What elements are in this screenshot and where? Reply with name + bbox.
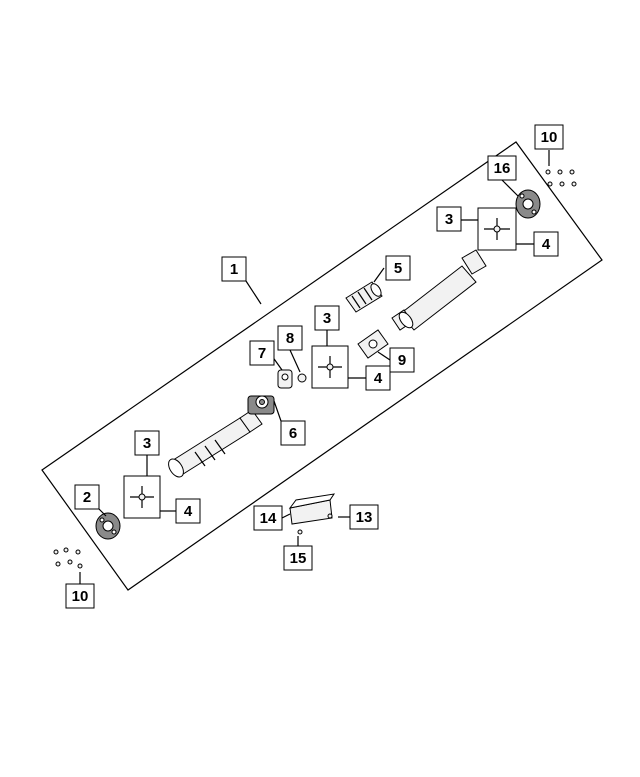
svg-text:4: 4 bbox=[374, 370, 383, 387]
heat-shield-part bbox=[288, 493, 336, 525]
callout-4-front[interactable]: 4 bbox=[175, 498, 201, 524]
boot-part bbox=[345, 281, 383, 313]
svg-text:7: 7 bbox=[258, 345, 266, 362]
callout-4-center[interactable]: 4 bbox=[365, 365, 391, 391]
callout-15[interactable]: 15 bbox=[283, 545, 313, 571]
svg-text:13: 13 bbox=[356, 509, 373, 526]
bolt-set-front bbox=[53, 547, 83, 569]
svg-text:1: 1 bbox=[230, 261, 238, 278]
svg-text:16: 16 bbox=[494, 160, 511, 177]
svg-text:3: 3 bbox=[445, 211, 453, 228]
u-joint-box-rear bbox=[477, 207, 517, 251]
callout-5[interactable]: 5 bbox=[385, 255, 411, 281]
callout-13[interactable]: 13 bbox=[349, 504, 379, 530]
callout-3-center[interactable]: 3 bbox=[314, 305, 340, 331]
shield-bolt-part bbox=[327, 513, 333, 519]
callout-6[interactable]: 6 bbox=[280, 420, 306, 446]
callout-3-rear[interactable]: 3 bbox=[436, 206, 462, 232]
u-joint-box-center bbox=[311, 345, 349, 389]
assembly-outline bbox=[41, 141, 603, 591]
front-flange-part bbox=[95, 512, 121, 540]
svg-text:5: 5 bbox=[394, 260, 402, 277]
svg-text:10: 10 bbox=[72, 588, 89, 605]
center-bearing-part bbox=[247, 395, 275, 415]
rear-driveshaft-tube bbox=[391, 249, 487, 331]
callout-16[interactable]: 16 bbox=[487, 155, 517, 181]
svg-text:3: 3 bbox=[323, 310, 331, 327]
callout-7[interactable]: 7 bbox=[249, 340, 275, 366]
callout-10-front[interactable]: 10 bbox=[65, 583, 95, 609]
callout-14[interactable]: 14 bbox=[253, 505, 283, 531]
svg-text:4: 4 bbox=[184, 503, 193, 520]
u-joint-box-front bbox=[123, 475, 161, 519]
svg-text:2: 2 bbox=[83, 489, 91, 506]
svg-text:3: 3 bbox=[143, 435, 151, 452]
front-driveshaft-tube bbox=[168, 409, 263, 478]
svg-text:4: 4 bbox=[542, 236, 551, 253]
callout-9[interactable]: 9 bbox=[389, 347, 415, 373]
callout-3-front[interactable]: 3 bbox=[134, 430, 160, 456]
svg-text:9: 9 bbox=[398, 352, 406, 369]
svg-text:8: 8 bbox=[286, 330, 294, 347]
svg-text:14: 14 bbox=[260, 510, 277, 527]
svg-text:10: 10 bbox=[541, 129, 558, 146]
svg-text:6: 6 bbox=[289, 425, 297, 442]
callout-10-rear[interactable]: 10 bbox=[534, 124, 564, 150]
callout-1[interactable]: 1 bbox=[221, 256, 247, 282]
flange-yoke-part bbox=[357, 329, 389, 359]
shield-nut-part bbox=[297, 529, 303, 535]
bolt-set-rear bbox=[545, 169, 577, 187]
callout-4-rear[interactable]: 4 bbox=[533, 231, 559, 257]
companion-flange-part bbox=[515, 189, 541, 219]
slip-yoke-part bbox=[277, 369, 293, 389]
callout-8[interactable]: 8 bbox=[277, 325, 303, 351]
svg-text:15: 15 bbox=[290, 550, 307, 567]
callout-2[interactable]: 2 bbox=[74, 484, 100, 510]
nut-part bbox=[297, 373, 307, 383]
